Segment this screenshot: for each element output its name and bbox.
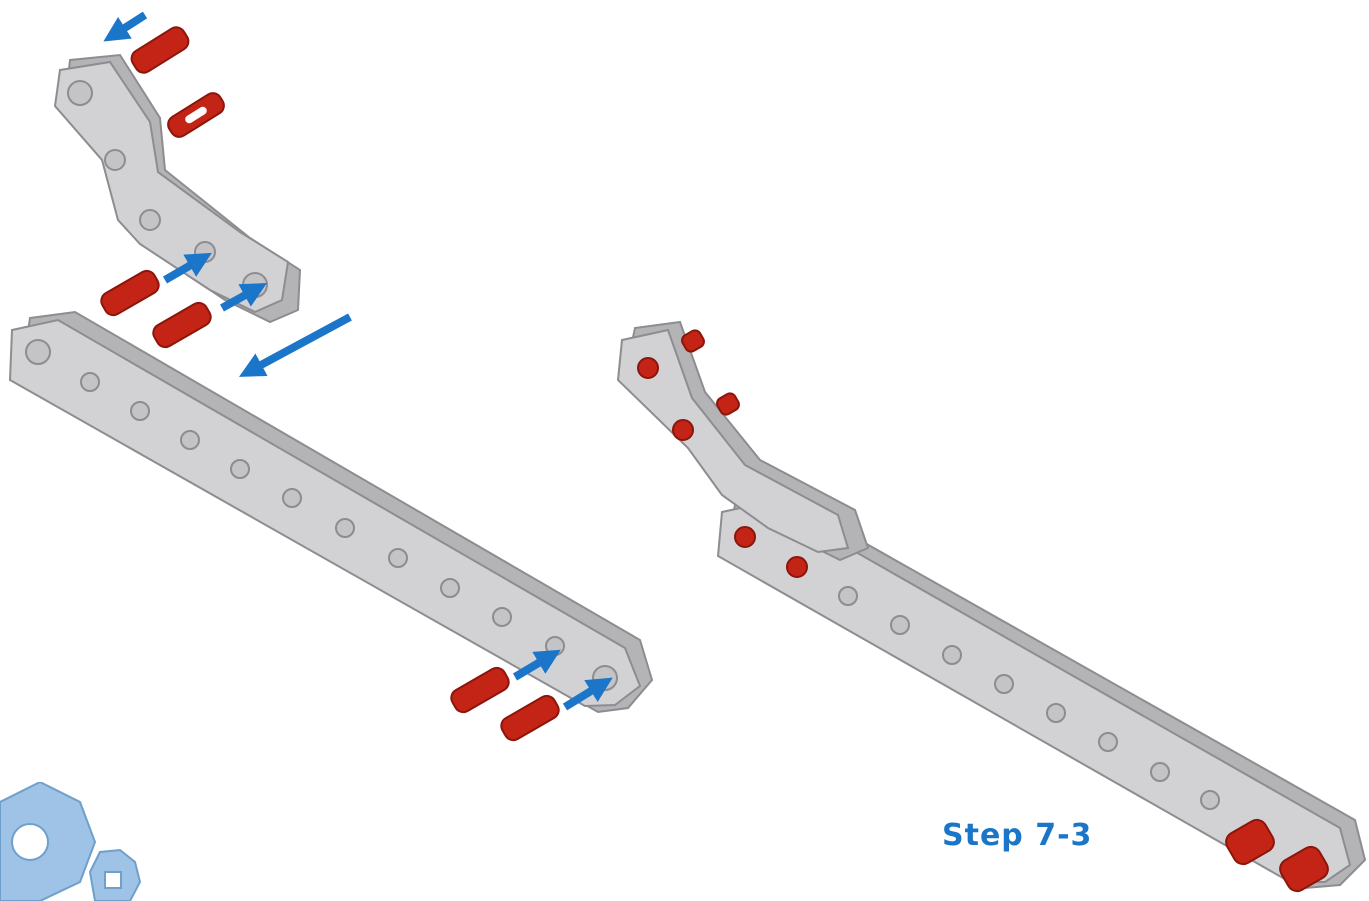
assembled-pin-2 [673, 420, 693, 440]
arrow-top [112, 15, 145, 36]
pin-bottom-2 [498, 693, 562, 744]
pin-bottom-1 [448, 665, 512, 716]
long-straight-beam [10, 312, 652, 712]
bent-beam [55, 55, 300, 322]
pin-middle-1 [98, 268, 162, 319]
pin-middle-2 [150, 300, 214, 351]
pin-top-second [165, 90, 228, 140]
assembled-pin-4 [787, 557, 807, 577]
gear-logo-icon [0, 782, 160, 901]
assembled-pin-1 [638, 358, 658, 378]
arrow-beam [248, 317, 350, 372]
pin-top [128, 24, 192, 76]
assembled-pin-3 [735, 527, 755, 547]
step-label: Step 7-3 [942, 818, 1092, 853]
